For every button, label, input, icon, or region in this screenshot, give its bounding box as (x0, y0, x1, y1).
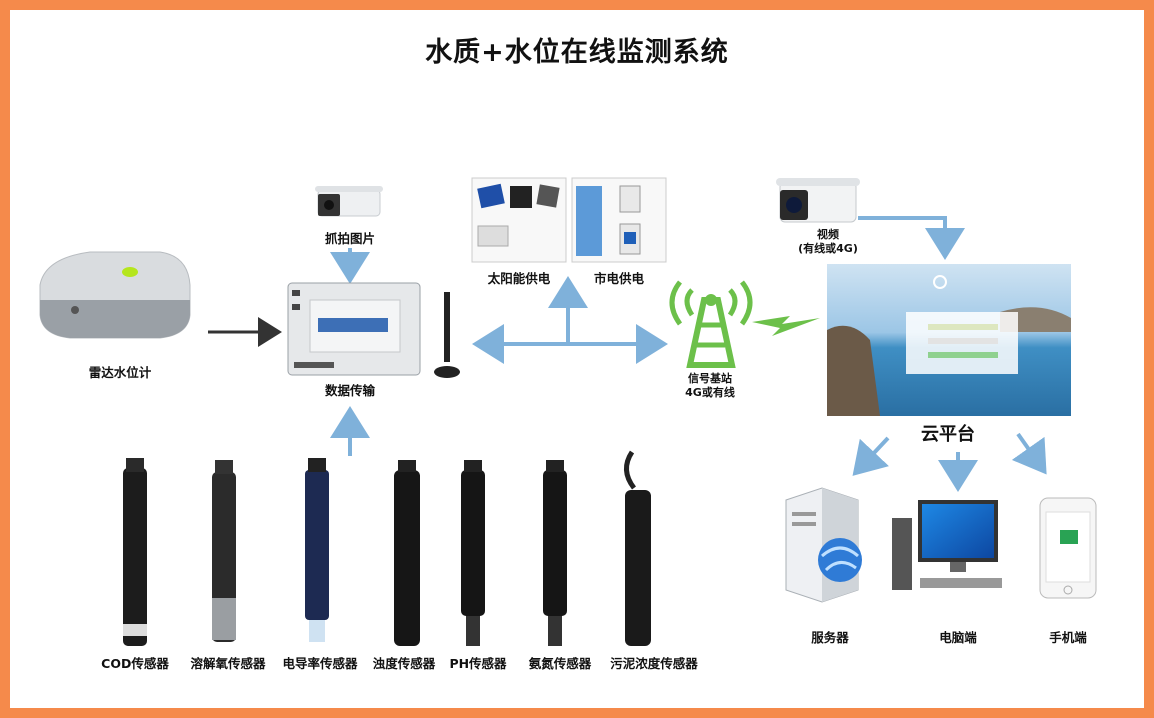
diagram-title: 水质+水位在线监测系统 (425, 37, 729, 68)
cloud-platform-screenshot (827, 264, 1071, 416)
sensor-label-cod: COD传感器 (101, 656, 169, 671)
pc-label: 电脑端 (939, 630, 977, 645)
mains-power-image (571, 177, 667, 263)
datalogger-box-icon (287, 282, 460, 378)
snapshot-label: 抓拍图片 (324, 231, 375, 246)
sensor-probes (123, 450, 651, 646)
signal-tower-icon (669, 280, 753, 368)
cloud-to-server-arrow (852, 436, 890, 476)
sensor-cod-icon (123, 458, 147, 646)
base-station-label: 信号基站 4G或有线 (660, 372, 760, 400)
sensor-conductivity-icon (305, 458, 329, 642)
solar-power-image (471, 177, 567, 263)
cloud-to-phone-arrow (1011, 432, 1047, 475)
cloud-platform-label: 云平台 (921, 424, 975, 445)
sensor-ammonia-icon (543, 460, 567, 646)
lightning-link-icon (752, 316, 820, 336)
solar-label: 太阳能供电 (487, 271, 551, 286)
desktop-pc-icon (892, 500, 1002, 590)
mobile-phone-icon (1039, 497, 1097, 599)
sensor-label-sludge: 污泥浓度传感器 (610, 656, 698, 671)
video-to-cloud-arrow (858, 216, 965, 260)
video-camera-icon (776, 178, 860, 223)
radar-label: 雷达水位计 (88, 365, 152, 380)
sensor-sludge-icon (624, 450, 651, 646)
base-station-subtitle: 4G或有线 (685, 386, 735, 399)
sensor-label-conductivity: 电导率传感器 (282, 656, 358, 671)
sensor-label-turbidity: 浊度传感器 (372, 656, 436, 671)
sensor-ph-icon (461, 460, 485, 646)
sensor-label-do: 溶解氧传感器 (190, 656, 266, 671)
video-label: 视频 (有线或4G) (780, 228, 876, 256)
sensor-label-ammonia: 氨氮传感器 (528, 656, 592, 671)
radar-level-meter-icon (39, 251, 191, 339)
server-label: 服务器 (811, 630, 849, 645)
video-subtitle: (有线或4G) (798, 242, 858, 255)
base-station-title: 信号基站 (688, 372, 732, 385)
sensor-turbidity-icon (394, 460, 420, 646)
mains-label: 市电供电 (593, 271, 644, 286)
phone-label: 手机端 (1049, 630, 1087, 645)
server-icon (785, 487, 862, 603)
data-transfer-label: 数据传输 (324, 383, 375, 398)
sensor-label-ph: PH传感器 (449, 656, 507, 671)
video-title: 视频 (817, 228, 839, 241)
sensor-do-icon (212, 460, 236, 642)
snapshot-camera-icon (315, 186, 383, 217)
